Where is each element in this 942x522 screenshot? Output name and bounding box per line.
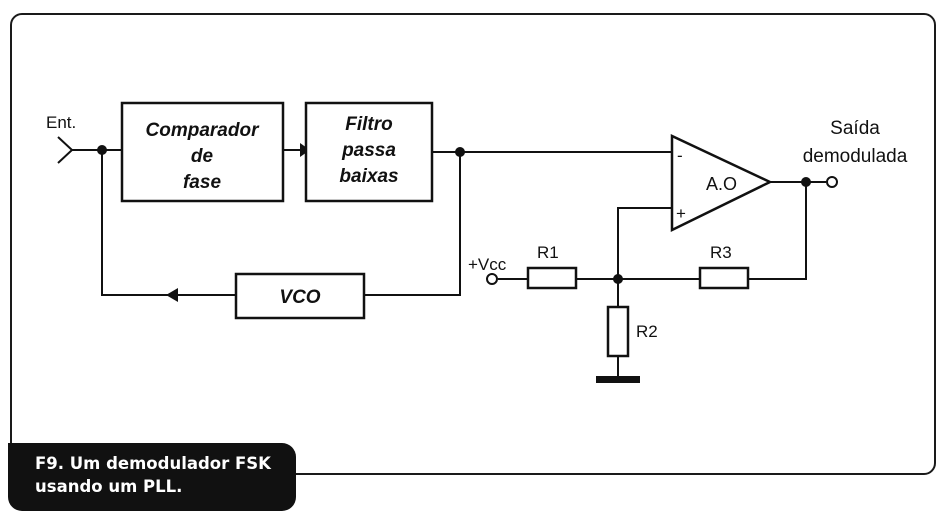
arrow-vco-out <box>166 288 178 302</box>
figure-caption: F9. Um demodulador FSK usando um PLL. <box>8 443 296 511</box>
ground-symbol <box>596 376 640 383</box>
output-label-1: Saída <box>830 118 880 139</box>
output-terminal <box>826 176 838 188</box>
opamp-symbol <box>670 134 773 233</box>
comparator-label-3: fase <box>183 172 221 193</box>
wire-filter-vco <box>364 152 461 296</box>
junctions <box>97 145 811 284</box>
resistor-r2 <box>606 305 630 358</box>
wire-node-plus <box>617 207 672 279</box>
r2-label: R2 <box>636 322 658 341</box>
junction-output <box>801 177 811 187</box>
caption-line-1: F9. Um demodulador FSK <box>35 454 271 473</box>
filter-block <box>304 101 434 203</box>
resistor-r1 <box>526 266 578 290</box>
comparator-label-1: Comparador <box>146 120 261 141</box>
vcc-terminal <box>486 273 498 285</box>
input-terminal <box>57 136 74 164</box>
output-label-2: demodulada <box>803 146 908 167</box>
opamp-plus-label: + <box>676 204 686 223</box>
junction-input <box>97 145 107 155</box>
input-label: Ent. <box>46 113 76 132</box>
caption-line-2: usando um PLL. <box>35 477 183 496</box>
junction-filter <box>455 147 465 157</box>
wire-vco-input <box>101 150 236 296</box>
comparator-block <box>120 101 285 203</box>
filter-label-2: passa <box>341 140 396 161</box>
r1-label: R1 <box>537 243 559 262</box>
filter-label-1: Filtro <box>345 114 393 135</box>
comparator-label-2: de <box>191 146 214 167</box>
vco-block <box>234 272 366 320</box>
opamp-minus-label: - <box>677 146 683 165</box>
resistor-r3 <box>698 266 750 290</box>
vco-label: VCO <box>279 287 320 308</box>
filter-label-3: baixas <box>339 166 398 187</box>
opamp-label: A.O <box>706 174 737 194</box>
vcc-label: +Vcc <box>468 255 507 274</box>
wire-r3-output <box>748 182 807 280</box>
junction-node <box>613 274 623 284</box>
figure-frame <box>10 13 936 475</box>
r3-label: R3 <box>710 243 732 262</box>
